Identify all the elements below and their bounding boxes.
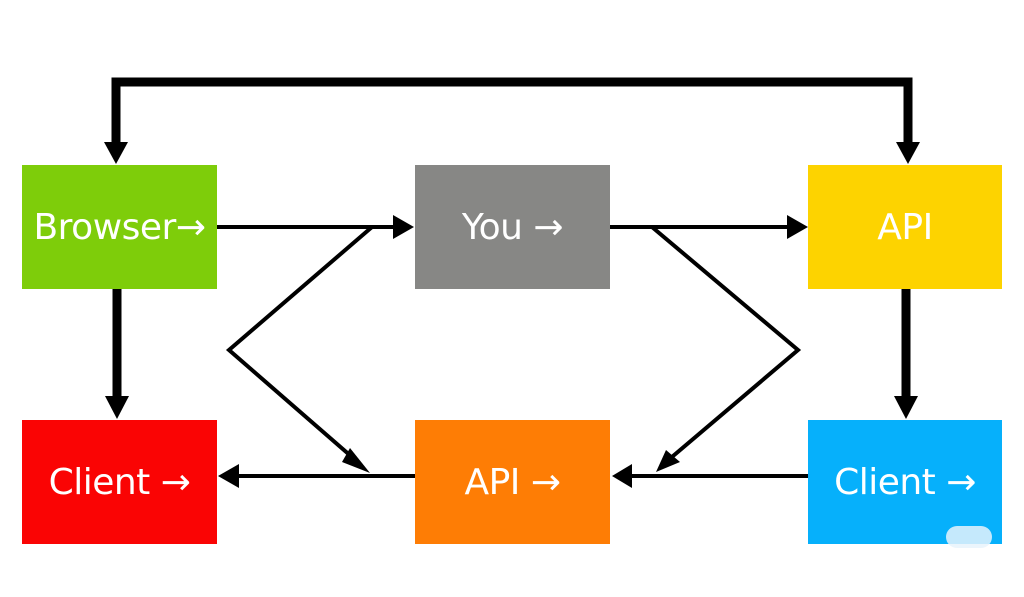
node-browser: Browser→	[22, 165, 217, 289]
edge-left-diamond-arrow	[342, 448, 370, 473]
edge-right-diamond	[650, 225, 802, 464]
edge-top-loop-arrow-left	[104, 142, 128, 164]
node-you: You →	[415, 165, 610, 289]
edge-top-loop-arrow-right	[896, 142, 920, 164]
edge-client-to-api-bottom-arrow	[612, 464, 632, 488]
node-client-right: Client →	[808, 420, 1002, 544]
edge-api-to-client-arrow	[894, 396, 918, 419]
edge-browser-to-you-arrow	[393, 215, 414, 239]
edge-you-to-api-arrow	[787, 215, 808, 239]
node-api-bottom: API →	[415, 420, 610, 544]
edge-api-bottom-to-client-arrow	[218, 464, 239, 488]
edge-top-loop	[111, 77, 913, 145]
watermark-badge	[946, 526, 992, 548]
edge-left-diamond	[225, 225, 374, 466]
edge-browser-to-client-arrow	[105, 396, 129, 419]
edge-right-diamond-arrow	[656, 450, 680, 472]
node-client-left: Client →	[22, 420, 217, 544]
node-api-top: API	[808, 165, 1002, 289]
